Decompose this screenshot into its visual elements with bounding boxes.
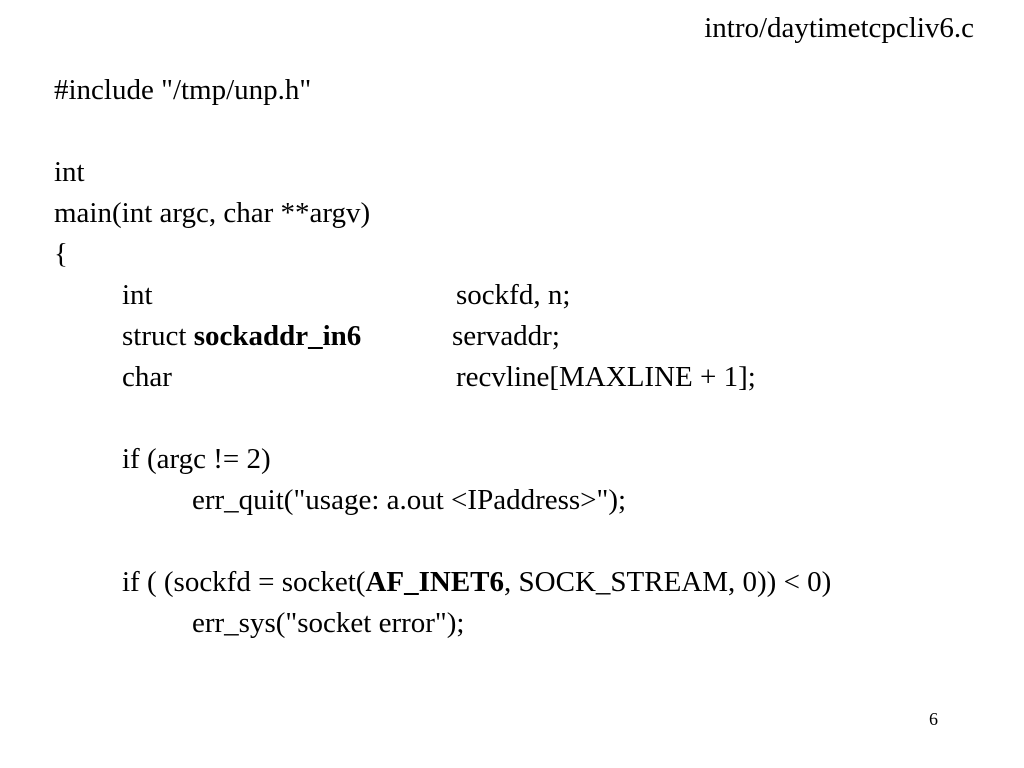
- code-line-decl-recvline: char recvline[MAXLINE + 1];: [122, 359, 756, 395]
- decl-name: recvline[MAXLINE + 1];: [456, 361, 756, 393]
- socket-call-prefix: if ( (sockfd = socket(: [122, 566, 366, 598]
- page-number: 6: [929, 709, 938, 729]
- decl-type: char: [122, 361, 172, 393]
- decl-type-prefix: struct: [122, 320, 194, 352]
- decl-type: int: [122, 279, 153, 311]
- code-line-if-socket: if ( (sockfd = socket(AF_INET6, SOCK_STR…: [122, 564, 831, 600]
- code-line-include: #include "/tmp/unp.h": [54, 74, 312, 106]
- code-line-decl-sockfd: int sockfd, n;: [122, 277, 570, 313]
- code-line-open-brace: {: [54, 238, 68, 270]
- decl-name: servaddr;: [452, 320, 560, 352]
- decl-name: sockfd, n;: [456, 279, 571, 311]
- decl-type-bold: sockaddr_in6: [193, 320, 362, 352]
- code-line-err-quit: err_quit("usage: a.out <IPaddress>");: [192, 484, 627, 516]
- socket-family-bold: AF_INET6: [365, 566, 505, 598]
- code-line-err-sys: err_sys("socket error");: [192, 607, 465, 639]
- source-filename: intro/daytimetcpcliv6.c: [704, 12, 974, 44]
- socket-call-suffix: , SOCK_STREAM, 0)) < 0): [504, 566, 832, 598]
- code-line-main-signature: main(int argc, char **argv): [54, 197, 371, 229]
- code-line-return-type: int: [54, 156, 85, 188]
- code-line-decl-servaddr: struct sockaddr_in6 servaddr;: [122, 318, 560, 354]
- code-line-if-argc: if (argc != 2): [122, 443, 271, 475]
